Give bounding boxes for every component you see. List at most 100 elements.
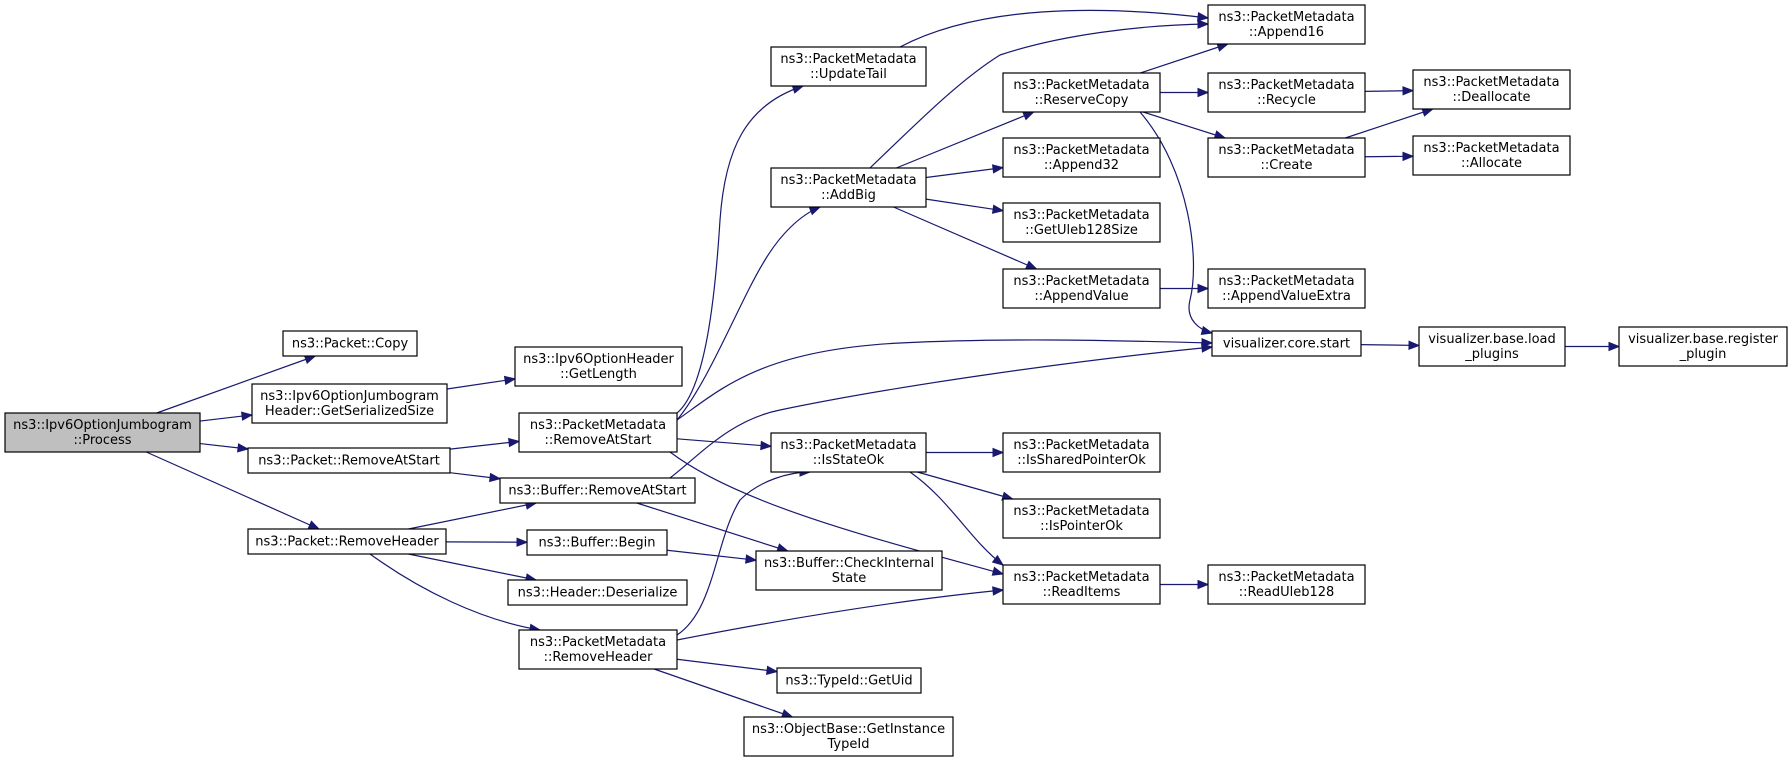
node-buf_ras[interactable]: ns3::Buffer::RemoveAtStart xyxy=(499,477,696,504)
edge-pm_rc-to-pm_rec xyxy=(1160,87,1210,98)
node-box[interactable] xyxy=(1207,564,1366,605)
node-box[interactable] xyxy=(770,432,927,473)
node-pm_gus[interactable]: ns3::PacketMetadata::GetUleb128Size xyxy=(1002,202,1161,243)
node-pm_ras[interactable]: ns3::PacketMetadata::RemoveAtStart xyxy=(518,412,678,453)
node-box[interactable] xyxy=(1211,330,1362,357)
node-box[interactable] xyxy=(499,477,696,504)
edge-pm_iso-to-pm_ispo xyxy=(926,447,1005,458)
node-box[interactable] xyxy=(247,528,447,555)
node-pm_ri[interactable]: ns3::PacketMetadata::ReadItems xyxy=(1002,564,1161,605)
node-box[interactable] xyxy=(1207,268,1366,309)
node-box[interactable] xyxy=(1207,4,1366,45)
node-box[interactable] xyxy=(507,579,688,606)
node-label: TypeId xyxy=(827,737,870,752)
node-process[interactable]: ns3::Ipv6OptionJumbogram::Process xyxy=(4,412,201,453)
node-label: State xyxy=(832,571,866,586)
node-label: ::RemoveAtStart xyxy=(544,433,651,448)
edge-vis_start-to-vis_load xyxy=(1360,340,1421,351)
node-pm_a32[interactable]: ns3::PacketMetadata::Append32 xyxy=(1002,137,1161,178)
node-label: ns3::PacketMetadata xyxy=(1013,438,1149,453)
arrow-head-icon xyxy=(1408,340,1421,351)
node-box[interactable] xyxy=(1207,137,1366,178)
node-box[interactable] xyxy=(4,412,201,453)
node-pm_ave[interactable]: ns3::PacketMetadata::AppendValueExtra xyxy=(1207,268,1366,309)
edge-line xyxy=(909,471,1004,566)
node-pm_ab[interactable]: ns3::PacketMetadata::AddBig xyxy=(770,167,927,208)
node-vis_load[interactable]: visualizer.base.load_plugins xyxy=(1418,326,1566,367)
node-label: ns3::PacketMetadata xyxy=(1013,78,1149,93)
node-box[interactable] xyxy=(247,447,451,474)
node-label: ns3::PacketMetadata xyxy=(1013,570,1149,585)
node-pm_dealloc[interactable]: ns3::PacketMetadata::Deallocate xyxy=(1412,69,1571,110)
node-label: ns3::TypeId::GetUid xyxy=(785,674,912,689)
node-label: ::GetUleb128Size xyxy=(1025,223,1138,238)
node-box[interactable] xyxy=(282,330,418,357)
node-box[interactable] xyxy=(755,550,943,591)
node-label: ns3::PacketMetadata xyxy=(1013,274,1149,289)
node-label: ::ReserveCopy xyxy=(1035,93,1129,108)
node-pm_ispo[interactable]: ns3::PacketMetadata::IsSharedPointerOk xyxy=(1002,432,1161,473)
node-pm_a16[interactable]: ns3::PacketMetadata::Append16 xyxy=(1207,4,1366,45)
node-pm_ru[interactable]: ns3::PacketMetadata::ReadUleb128 xyxy=(1207,564,1366,605)
node-label: ns3::PacketMetadata xyxy=(1218,78,1354,93)
edge-line xyxy=(666,549,757,561)
node-box[interactable] xyxy=(743,716,954,757)
node-pkt_ras[interactable]: ns3::Packet::RemoveAtStart xyxy=(247,447,451,474)
node-box[interactable] xyxy=(1418,326,1566,367)
node-box[interactable] xyxy=(518,629,678,670)
node-box[interactable] xyxy=(251,383,448,424)
node-box[interactable] xyxy=(1002,72,1161,113)
node-pm_av[interactable]: ns3::PacketMetadata::AppendValue xyxy=(1002,268,1161,309)
node-label: ns3::PacketMetadata xyxy=(530,418,666,433)
edge-line xyxy=(408,502,537,530)
node-vis_reg[interactable]: visualizer.base.register_plugin xyxy=(1618,326,1788,367)
node-label: ns3::PacketMetadata xyxy=(780,173,916,188)
node-pm_rh[interactable]: ns3::PacketMetadata::RemoveHeader xyxy=(518,629,678,670)
node-pm_iso[interactable]: ns3::PacketMetadata::IsStateOk xyxy=(770,432,927,473)
node-jumbo_size[interactable]: ns3::Ipv6OptionJumbogramHeader::GetSeria… xyxy=(251,383,448,424)
node-box[interactable] xyxy=(1412,135,1571,176)
node-label: ::IsSharedPointerOk xyxy=(1017,453,1146,468)
node-box[interactable] xyxy=(1002,268,1161,309)
arrow-head-icon xyxy=(760,440,773,451)
node-box[interactable] xyxy=(1002,432,1161,473)
node-box[interactable] xyxy=(776,667,922,694)
node-box[interactable] xyxy=(518,412,678,453)
node-box[interactable] xyxy=(1618,326,1788,367)
node-pm_ipo[interactable]: ns3::PacketMetadata::IsPointerOk xyxy=(1002,498,1161,539)
node-pkt_copy[interactable]: ns3::Packet::Copy xyxy=(282,330,418,357)
edge-line xyxy=(1139,111,1213,334)
edge-pm_ras-to-pm_ut xyxy=(676,84,805,414)
arrow-head-icon xyxy=(1197,283,1210,294)
node-hdr_deser[interactable]: ns3::Header::Deserialize xyxy=(507,579,688,606)
node-pm_rec[interactable]: ns3::PacketMetadata::Recycle xyxy=(1207,72,1366,113)
node-box[interactable] xyxy=(1207,72,1366,113)
node-pm_rc[interactable]: ns3::PacketMetadata::ReserveCopy xyxy=(1002,72,1161,113)
node-pm_cr[interactable]: ns3::PacketMetadata::Create xyxy=(1207,137,1366,178)
edge-line xyxy=(925,198,1004,212)
node-box[interactable] xyxy=(770,167,927,208)
node-box[interactable] xyxy=(1002,137,1161,178)
node-box[interactable] xyxy=(514,346,683,387)
arrow-head-icon xyxy=(1022,111,1035,121)
edge-line xyxy=(408,553,537,581)
node-opt_len[interactable]: ns3::Ipv6OptionHeader::GetLength xyxy=(514,346,683,387)
node-box[interactable] xyxy=(526,529,668,556)
edge-process-to-jumbo_size xyxy=(199,411,254,422)
node-label: ns3::Packet::RemoveAtStart xyxy=(258,454,440,469)
node-box[interactable] xyxy=(770,46,927,87)
node-box[interactable] xyxy=(1002,202,1161,243)
node-buf_begin[interactable]: ns3::Buffer::Begin xyxy=(526,529,668,556)
node-pkt_rh[interactable]: ns3::Packet::RemoveHeader xyxy=(247,528,447,555)
node-box[interactable] xyxy=(1002,564,1161,605)
edge-line xyxy=(446,378,516,390)
node-box[interactable] xyxy=(1002,498,1161,539)
node-vis_start[interactable]: visualizer.core.start xyxy=(1211,330,1362,357)
node-box[interactable] xyxy=(1412,69,1571,110)
node-pm_alloc[interactable]: ns3::PacketMetadata::Allocate xyxy=(1412,135,1571,176)
node-tid_uid[interactable]: ns3::TypeId::GetUid xyxy=(776,667,922,694)
arrow-head-icon xyxy=(808,206,822,216)
node-pm_ut[interactable]: ns3::PacketMetadata::UpdateTail xyxy=(770,46,927,87)
